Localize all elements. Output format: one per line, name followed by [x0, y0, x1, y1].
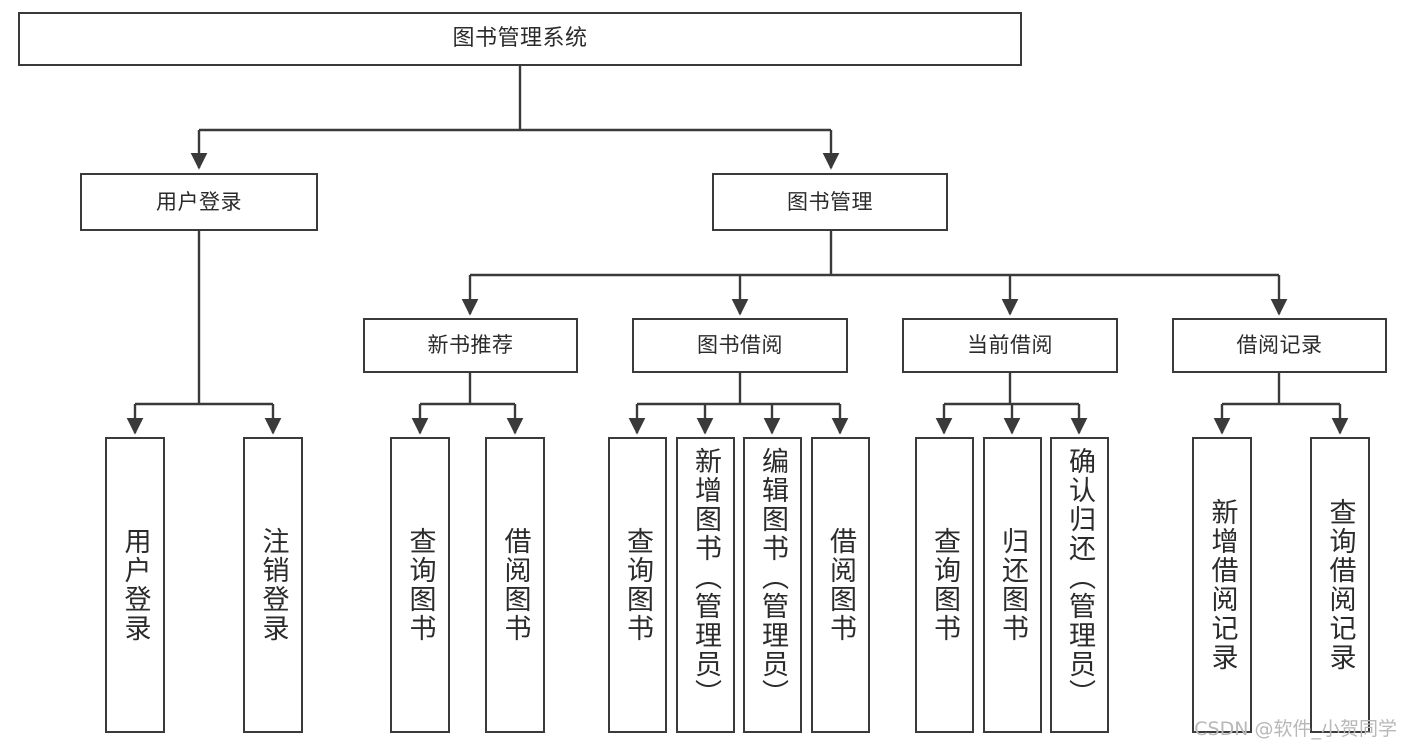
node-leaf-return-book-label: 归还图书	[997, 527, 1028, 643]
node-leaf-query-book-borrow-label: 查询图书	[622, 527, 653, 643]
node-borrow-record-label: 借阅记录	[1236, 333, 1323, 358]
node-leaf-query-record-label: 查询借阅记录	[1324, 498, 1356, 672]
node-leaf-query-book-borrow[interactable]: 查询图书	[608, 437, 667, 733]
node-current-borrow[interactable]: 当前借阅	[902, 318, 1118, 373]
node-user-login-label: 用户登录	[156, 189, 242, 214]
node-leaf-query-book-rec-label: 查询图书	[404, 527, 436, 643]
node-leaf-query-book-cur-label: 查询图书	[929, 527, 960, 643]
node-leaf-add-book[interactable]: 新增图书（管理员）	[676, 437, 735, 733]
node-book-borrow-label: 图书借阅	[697, 333, 783, 358]
node-leaf-confirm-return[interactable]: 确认归还（管理员）	[1050, 437, 1109, 733]
node-leaf-user-login[interactable]: 用户登录	[105, 437, 165, 733]
node-leaf-borrow-book-rec-label: 借阅图书	[499, 527, 531, 643]
node-root-label: 图书管理系统	[452, 26, 588, 52]
node-leaf-user-logout-label: 注销登录	[257, 527, 289, 643]
node-book-borrow[interactable]: 图书借阅	[632, 318, 848, 373]
node-leaf-user-login-label: 用户登录	[119, 527, 151, 643]
node-book-manage[interactable]: 图书管理	[712, 173, 948, 231]
node-leaf-borrow-book[interactable]: 借阅图书	[811, 437, 870, 733]
node-leaf-return-book[interactable]: 归还图书	[983, 437, 1042, 733]
node-leaf-add-book-label: 新增图书（管理员）	[690, 447, 721, 708]
node-leaf-query-record[interactable]: 查询借阅记录	[1310, 437, 1370, 733]
csdn-watermark: CSDN @软件_小贺同学	[1194, 718, 1397, 740]
node-leaf-query-book-rec[interactable]: 查询图书	[390, 437, 450, 733]
node-leaf-borrow-book-label: 借阅图书	[825, 527, 856, 643]
node-leaf-borrow-book-rec[interactable]: 借阅图书	[485, 437, 545, 733]
node-leaf-edit-book-label: 编辑图书（管理员）	[757, 447, 788, 708]
node-current-borrow-label: 当前借阅	[967, 333, 1053, 358]
node-user-login[interactable]: 用户登录	[80, 173, 318, 231]
node-leaf-confirm-return-label: 确认归还（管理员）	[1064, 447, 1095, 708]
node-root[interactable]: 图书管理系统	[18, 12, 1022, 66]
node-leaf-query-book-cur[interactable]: 查询图书	[915, 437, 974, 733]
node-book-manage-label: 图书管理	[787, 189, 873, 214]
node-leaf-user-logout[interactable]: 注销登录	[243, 437, 303, 733]
node-new-book-rec-label: 新书推荐	[427, 333, 514, 358]
node-new-book-rec[interactable]: 新书推荐	[363, 318, 578, 373]
node-leaf-edit-book[interactable]: 编辑图书（管理员）	[743, 437, 802, 733]
node-leaf-add-record[interactable]: 新增借阅记录	[1192, 437, 1252, 733]
node-borrow-record[interactable]: 借阅记录	[1172, 318, 1387, 373]
node-leaf-add-record-label: 新增借阅记录	[1206, 498, 1238, 672]
